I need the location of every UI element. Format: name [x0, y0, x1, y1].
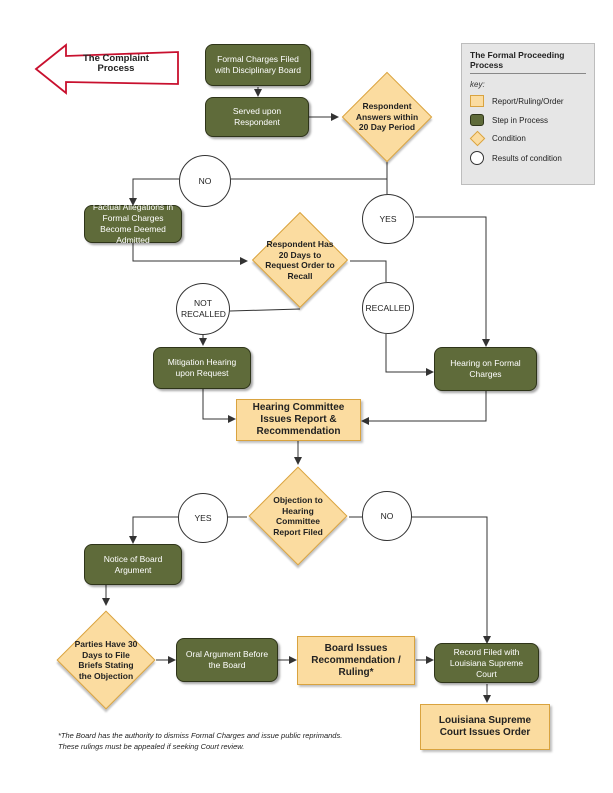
result-no-top: NO [179, 155, 231, 207]
circle-swatch-icon [470, 151, 484, 165]
step-formal-charges: Formal Charges Filed with Disciplinary B… [205, 44, 311, 86]
step-oral-text: Oral Argument Before the Board [185, 649, 269, 670]
legend-key-label: key: [470, 80, 485, 89]
result-recalled: RECALLED [362, 282, 414, 334]
result-yes-top: YES [362, 194, 414, 244]
legend-report-label: Report/Ruling/Order [492, 96, 564, 106]
legend-step-label: Step in Process [492, 115, 549, 125]
condition-objection-text: Objection to Hearing Committee Report Fi… [273, 495, 323, 537]
condition-answers-text: Respondent Answers within 20 Day Period [355, 101, 419, 133]
footnote-line-1: *The Board has the authority to dismiss … [58, 731, 343, 740]
result-yes-top-text: YES [379, 213, 397, 224]
condition-answers: Respondent Answers within 20 Day Period [338, 71, 436, 163]
footnote: *The Board has the authority to dismiss … [58, 730, 388, 752]
result-not-recalled-text: NOT RECALLED [181, 298, 226, 319]
condition-request-recall: Respondent Has 20 Days to Request Order … [249, 211, 351, 309]
legend-row-report: Report/Ruling/Order [470, 95, 586, 107]
report-supreme-court-order: Louisiana Supreme Court Issues Order [420, 704, 550, 750]
step-formal-charges-text: Formal Charges Filed with Disciplinary B… [215, 54, 301, 75]
result-recalled-text: RECALLED [365, 302, 411, 313]
step-hearing-formal-charges: Hearing on Formal Charges [434, 347, 537, 391]
complaint-process-label[interactable]: The Complaint Process [83, 53, 149, 74]
diamond-swatch-icon [469, 130, 486, 147]
back-arrow-shape[interactable] [34, 43, 179, 95]
step-factual-allegations: Factual Allegations in Formal Charges Be… [84, 202, 182, 245]
condition-request-text: Respondent Has 20 Days to Request Order … [265, 239, 335, 281]
step-served-text: Served upon Respondent [232, 106, 282, 127]
legend-panel: The Formal Proceeding Process key: Repor… [461, 43, 595, 185]
legend-row-step: Step in Process [470, 114, 586, 126]
legend-row-result: Results of condition [470, 151, 586, 165]
result-not-recalled: NOT RECALLED [176, 283, 230, 335]
step-notice-board-argument: Notice of Board Argument [84, 544, 182, 585]
legend-divider [470, 73, 586, 74]
result-yes-mid-text: YES [194, 512, 212, 523]
result-no-mid: NO [362, 491, 412, 541]
step-swatch-icon [470, 114, 484, 126]
step-record-text: Record Filed with Louisiana Supreme Cour… [449, 646, 524, 679]
result-no-top-text: NO [198, 175, 212, 186]
legend-title: The Formal Proceeding Process [470, 50, 565, 70]
condition-objection: Objection to Hearing Committee Report Fi… [247, 465, 349, 567]
step-mitigation-hearing: Mitigation Hearing upon Request [153, 347, 251, 389]
result-no-mid-text: NO [380, 510, 394, 521]
footnote-line-2: These rulings must be appealed if seekin… [58, 742, 245, 751]
condition-briefs-text: Parties Have 30 Days to File Briefs Stat… [74, 639, 138, 681]
legend-row-condition: Condition [469, 130, 586, 147]
step-oral-argument: Oral Argument Before the Board [176, 638, 278, 682]
report-board-ruling: Board Issues Recommendation / Ruling* [297, 636, 415, 685]
condition-file-briefs: Parties Have 30 Days to File Briefs Stat… [55, 608, 157, 712]
step-mitigation-text: Mitigation Hearing upon Request [167, 357, 237, 378]
report-committee-recommendation: Hearing Committee Issues Report & Recomm… [236, 399, 361, 441]
step-record-filed: Record Filed with Louisiana Supreme Cour… [434, 643, 539, 683]
step-notice-text: Notice of Board Argument [103, 553, 163, 575]
result-yes-mid: YES [178, 493, 228, 543]
report-board-text: Board Issues Recommendation / Ruling* [311, 642, 401, 678]
step-served: Served upon Respondent [205, 97, 309, 137]
report-committee-text: Hearing Committee Issues Report & Recomm… [252, 402, 345, 437]
legend-result-label: Results of condition [492, 153, 562, 163]
step-hearing-text: Hearing on Formal Charges [450, 358, 521, 379]
report-supreme-text: Louisiana Supreme Court Issues Order [438, 715, 532, 738]
report-swatch-icon [470, 95, 484, 107]
step-factual-text: Factual Allegations in Formal Charges Be… [92, 202, 174, 245]
legend-condition-label: Condition [492, 134, 526, 143]
